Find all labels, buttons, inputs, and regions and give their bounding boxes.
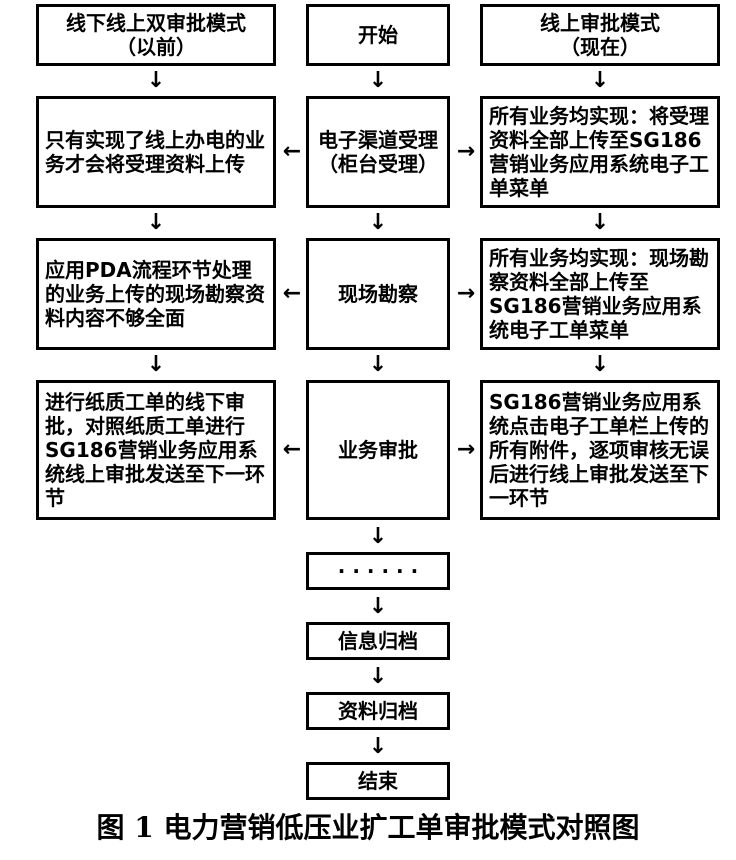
left-step1-text: 只有实现了线上办电的业务才会将受理资料上传 bbox=[45, 128, 265, 176]
left-step2-box: 应用PDA流程环节处理的业务上传的现场勘察资料内容不够全面 bbox=[36, 238, 276, 350]
center-step1-text: 电子渠道受理（柜台受理） bbox=[318, 128, 438, 176]
end-box: 结束 bbox=[306, 762, 450, 800]
right-step3-text: SG186营销业务应用系统点击电子工单栏上传的所有附件，逐项审核无误后进行线上审… bbox=[489, 390, 709, 510]
left-arrow-3: ← bbox=[282, 437, 302, 462]
center-down-arrow-5: ↓ bbox=[368, 594, 388, 619]
center-down-arrow-1: ↓ bbox=[368, 68, 388, 93]
center-step4-text: · · · · · · bbox=[337, 559, 419, 583]
left-header-text: 线下线上双审批模式 （以前） bbox=[66, 11, 246, 59]
right-header-text: 线上审批模式 （现在） bbox=[540, 11, 660, 59]
center-step1-box: 电子渠道受理（柜台受理） bbox=[306, 96, 450, 208]
start-text: 开始 bbox=[358, 23, 398, 47]
center-step3-box: 业务审批 bbox=[306, 380, 450, 520]
right-down-arrow-3: ↓ bbox=[590, 352, 610, 377]
right-step1-box: 所有业务均实现：将受理资料全部上传至SG186营销业务应用系统电子工单菜单 bbox=[480, 96, 720, 208]
center-down-arrow-3: ↓ bbox=[368, 352, 388, 377]
right-down-arrow-2: ↓ bbox=[590, 210, 610, 235]
end-text: 结束 bbox=[358, 769, 398, 793]
left-step2-text: 应用PDA流程环节处理的业务上传的现场勘察资料内容不够全面 bbox=[45, 258, 265, 330]
center-step6-box: 资料归档 bbox=[306, 692, 450, 730]
center-down-arrow-6: ↓ bbox=[368, 664, 388, 689]
right-arrow-3: → bbox=[456, 437, 476, 462]
left-down-arrow-3: ↓ bbox=[146, 352, 166, 377]
center-step4-box: · · · · · · bbox=[306, 552, 450, 590]
left-arrow-2: ← bbox=[282, 281, 302, 306]
center-step2-text: 现场勘察 bbox=[338, 282, 418, 306]
figure-caption: 图 1 电力营销低压业扩工单审批模式对照图 bbox=[96, 811, 640, 844]
right-step1-text: 所有业务均实现：将受理资料全部上传至SG186营销业务应用系统电子工单菜单 bbox=[489, 104, 709, 200]
right-arrow-1: → bbox=[456, 139, 476, 164]
center-down-arrow-4: ↓ bbox=[368, 524, 388, 549]
left-header-box: 线下线上双审批模式 （以前） bbox=[36, 4, 276, 66]
start-box: 开始 bbox=[306, 4, 450, 66]
center-down-arrow-7: ↓ bbox=[368, 734, 388, 759]
left-arrow-1: ← bbox=[282, 139, 302, 164]
left-step3-box: 进行纸质工单的线下审批，对照纸质工单进行SG186营销业务应用系统线上审批发送至… bbox=[36, 380, 276, 520]
left-step1-box: 只有实现了线上办电的业务才会将受理资料上传 bbox=[36, 96, 276, 208]
right-arrow-2: → bbox=[456, 281, 476, 306]
left-down-arrow-2: ↓ bbox=[146, 210, 166, 235]
left-down-arrow-1: ↓ bbox=[146, 68, 166, 93]
center-step3-text: 业务审批 bbox=[338, 438, 418, 462]
center-step6-text: 资料归档 bbox=[338, 699, 418, 723]
center-step5-box: 信息归档 bbox=[306, 622, 450, 660]
right-step2-box: 所有业务均实现：现场勘察资料全部上传至SG186营销业务应用系统电子工单菜单 bbox=[480, 238, 720, 350]
center-down-arrow-2: ↓ bbox=[368, 210, 388, 235]
right-header-box: 线上审批模式 （现在） bbox=[480, 4, 720, 66]
center-step2-box: 现场勘察 bbox=[306, 238, 450, 350]
center-step5-text: 信息归档 bbox=[338, 629, 418, 653]
right-step2-text: 所有业务均实现：现场勘察资料全部上传至SG186营销业务应用系统电子工单菜单 bbox=[489, 246, 709, 342]
right-step3-box: SG186营销业务应用系统点击电子工单栏上传的所有附件，逐项审核无误后进行线上审… bbox=[480, 380, 720, 520]
left-step3-text: 进行纸质工单的线下审批，对照纸质工单进行SG186营销业务应用系统线上审批发送至… bbox=[45, 390, 265, 510]
right-down-arrow-1: ↓ bbox=[590, 68, 610, 93]
